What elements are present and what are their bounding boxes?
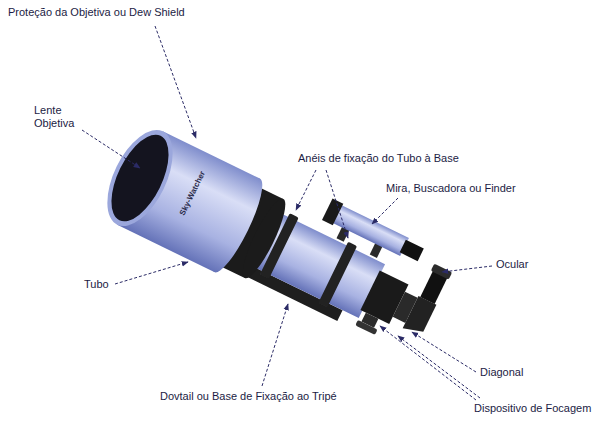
- part-label: Mira, Buscadora ou Finder: [386, 182, 516, 195]
- leader-line: [372, 198, 398, 224]
- leader-line: [155, 26, 196, 138]
- objective-lens: [100, 126, 181, 230]
- dew-shield: [203, 173, 270, 277]
- brand-text: Sky-Watcher: [176, 169, 209, 218]
- part-label: Dovtail ou Base de Fixação ao Tripé: [160, 390, 337, 403]
- focuser-knob: [355, 320, 377, 335]
- leader-line: [398, 336, 480, 398]
- leader-lines: [82, 26, 492, 400]
- part-label: Tubo: [84, 278, 109, 291]
- part-label: Dispositivo de Focagem: [474, 402, 591, 415]
- finder-tube: [328, 203, 409, 256]
- leader-line: [380, 326, 476, 400]
- part-label: Proteção da Objetiva ou Dew Shield: [8, 6, 185, 19]
- tube-ring: [318, 242, 357, 308]
- part-label: Lente Objetiva: [34, 104, 90, 130]
- leader-line: [296, 170, 316, 210]
- leader-line: [115, 262, 188, 284]
- leader-line: [326, 170, 348, 238]
- part-label: Diagonal: [480, 366, 523, 379]
- dew-shield-rim: [94, 120, 186, 236]
- part-label: Ocular: [496, 258, 528, 271]
- leader-line: [412, 332, 476, 372]
- finder-eyepiece: [400, 240, 424, 261]
- leader-line: [442, 266, 492, 272]
- telescope: [94, 107, 459, 366]
- finder-front: [322, 198, 343, 225]
- part-label: Anéis de fixação do Tubo à Base: [298, 152, 459, 165]
- leader-line: [82, 130, 140, 168]
- eyepiece: [431, 264, 452, 280]
- leader-line: [262, 304, 288, 386]
